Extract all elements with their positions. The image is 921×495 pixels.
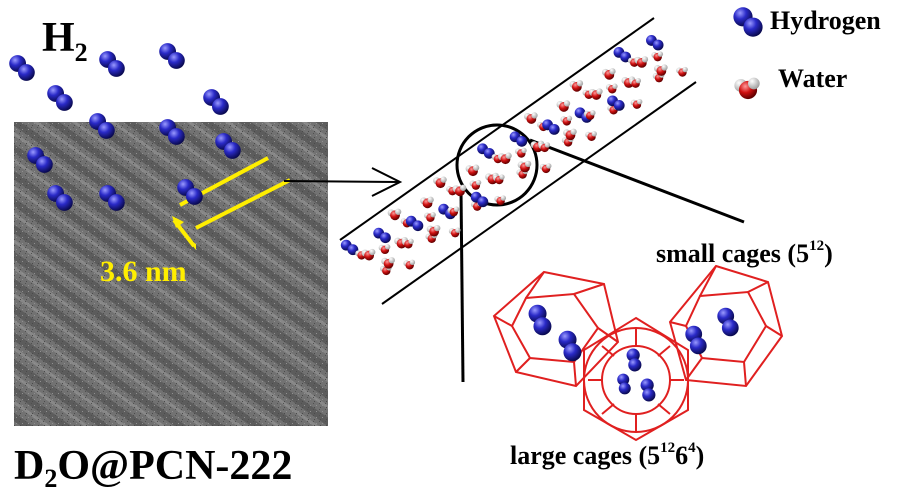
hydrogen-molecule-icon — [733, 7, 763, 37]
cage-cluster — [492, 264, 784, 442]
hydrogen-molecule-icon — [373, 227, 391, 244]
hydrogen-molecule-icon — [617, 373, 631, 395]
water-molecule-icon — [563, 128, 577, 141]
water-molecule-icon — [734, 77, 760, 100]
water-molecule-icon — [420, 196, 434, 209]
hydrogen-molecule-icon — [99, 185, 125, 211]
hydrogen-molecule-icon — [405, 215, 424, 232]
hydrogen-molecule-icon — [626, 348, 642, 372]
legend-water-label: Water — [778, 64, 848, 93]
legend-icons — [733, 7, 763, 100]
large-cages-label: large cages (51264) — [510, 440, 705, 470]
material-label: D2O@PCN-222 — [14, 443, 293, 493]
tem-image — [14, 122, 328, 426]
hydrogen-molecule-icon — [717, 307, 739, 337]
water-molecule-icon — [538, 142, 551, 153]
water-molecule-icon — [653, 64, 668, 76]
water-molecule-icon — [433, 176, 447, 189]
water-molecule-icon — [424, 212, 436, 222]
hydrogen-molecule-icon — [27, 147, 53, 173]
hydrogen-molecule-icon — [685, 325, 707, 355]
water-molecule-icon — [585, 131, 597, 142]
hydrogen-molecule-icon — [9, 55, 35, 81]
water-molecule-icon — [452, 184, 467, 197]
hydrogen-molecule-icon — [470, 191, 489, 208]
hydrogen-molecule-icon — [607, 95, 625, 111]
molecule-layer — [9, 35, 739, 402]
hydrogen-molecule-icon — [646, 35, 664, 51]
water-molecule-icon — [498, 152, 512, 165]
zoom-callout — [455, 123, 745, 383]
hydrogen-gas-label: H2 — [42, 15, 88, 67]
small-cage-left — [492, 270, 620, 388]
water-molecule-icon — [539, 163, 552, 174]
pore-diameter-label: 3.6 nm — [100, 255, 187, 288]
water-molecule-icon — [515, 147, 527, 158]
water-molecule-icon — [426, 224, 441, 237]
water-molecule-icon — [634, 56, 649, 68]
hydrogen-molecule-icon — [477, 143, 495, 159]
large-cage-center — [583, 316, 689, 442]
legend-hydrogen-label: Hydrogen — [770, 6, 881, 35]
water-molecule-icon — [378, 244, 391, 255]
water-molecule-icon — [494, 195, 507, 206]
water-molecule-icon — [381, 257, 395, 269]
hydrogen-molecule-icon — [528, 304, 552, 336]
water-molecule-icon — [402, 238, 414, 249]
water-molecule-icon — [517, 160, 532, 173]
water-molecule-icon — [492, 174, 505, 185]
hydrogen-molecule-icon — [159, 119, 185, 145]
hydrogen-molecule-icon — [177, 179, 203, 205]
water-molecule-icon — [605, 83, 618, 94]
water-molecule-icon — [469, 179, 482, 190]
water-molecule-icon — [629, 77, 642, 88]
water-molecule-icon — [651, 51, 664, 62]
water-molecule-icon — [560, 115, 573, 126]
hydrogen-molecule-icon — [542, 119, 560, 135]
water-molecule-icon — [630, 99, 643, 109]
hydrogen-molecule-icon — [99, 51, 125, 77]
water-molecule-icon — [524, 112, 538, 124]
water-molecule-icon — [569, 80, 584, 92]
water-molecule-icon — [387, 208, 402, 221]
hydrogen-molecule-icon — [203, 89, 229, 115]
hydrogen-molecule-icon — [558, 330, 582, 362]
water-molecule-icon — [556, 100, 571, 112]
small-cages-label: small cages (512) — [656, 238, 833, 268]
hydrogen-molecule-icon — [47, 85, 73, 111]
hydrogen-molecule-icon — [47, 185, 73, 211]
water-molecule-icon — [447, 206, 460, 217]
pore-channel — [339, 17, 697, 305]
water-molecule-icon — [676, 66, 688, 77]
water-molecule-icon — [601, 68, 616, 80]
hydrogen-molecule-icon — [509, 131, 528, 147]
hydrogen-molecule-icon — [640, 378, 656, 402]
hydrogen-molecule-icon — [159, 43, 185, 69]
hydrogen-molecule-icon — [215, 133, 241, 159]
water-molecule-icon — [448, 227, 461, 238]
water-molecule-icon — [361, 248, 376, 261]
water-molecule-icon — [583, 110, 596, 121]
water-molecule-icon — [465, 164, 480, 177]
water-molecule-icon — [589, 88, 603, 100]
channel-arrow — [283, 167, 403, 197]
water-molecule-icon — [403, 259, 416, 270]
hydrogen-molecule-icon — [89, 113, 115, 139]
